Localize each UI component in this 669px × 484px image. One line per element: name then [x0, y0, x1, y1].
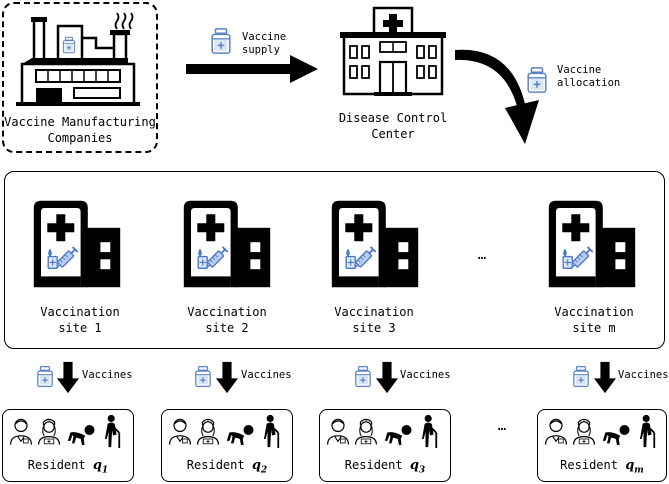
resident-group: Resident qm: [537, 409, 667, 482]
vaccine-vial-icon: [572, 365, 590, 388]
resident-label: Resident q1: [27, 457, 109, 475]
crawling-baby-icon: [602, 424, 632, 446]
elderly-person-icon: [638, 414, 658, 448]
nurse-icon: [572, 416, 596, 446]
resident-group: Resident q3: [319, 409, 451, 482]
down-arrow: [376, 361, 398, 394]
clinic-icon: [28, 199, 126, 289]
vaccines-label: Vaccines: [82, 369, 133, 381]
factory-label: Vaccine Manufacturing Companies: [4, 115, 156, 145]
down-arrow: [57, 361, 79, 394]
down-arrow: [594, 361, 616, 394]
vaccine-vial-icon: [194, 365, 212, 388]
supply-label: Vaccine supply: [242, 31, 287, 56]
supply-arrow: [186, 55, 318, 83]
allocation-label: Vaccine allocation: [557, 64, 621, 89]
vaccines-label: Vaccines: [241, 369, 292, 381]
center-label: Disease Control Center: [338, 111, 448, 141]
resident-label: Resident qm: [560, 457, 644, 475]
doctor-icon: [9, 416, 33, 446]
vaccine-vial-icon: [62, 36, 76, 54]
elderly-person-icon: [262, 414, 282, 448]
doctor-icon: [544, 416, 568, 446]
resident-label: Resident q2: [186, 457, 268, 475]
factory-icon: [16, 12, 140, 106]
vaccination-sites-group: [4, 171, 665, 349]
vaccine-vial-icon: [210, 27, 232, 55]
elderly-person-icon: [103, 414, 123, 448]
resident-label: Resident q3: [344, 457, 426, 475]
crawling-baby-icon: [67, 424, 97, 446]
ellipsis: …: [497, 418, 507, 434]
clinic-icon: [543, 199, 641, 289]
resident-group: Resident q2: [161, 409, 293, 482]
nurse-icon: [37, 416, 61, 446]
crawling-baby-icon: [226, 424, 256, 446]
ellipsis: …: [477, 247, 487, 263]
hospital-icon: [340, 6, 446, 96]
resident-group: Resident q1: [2, 409, 134, 482]
elderly-person-icon: [420, 414, 440, 448]
vaccine-vial-icon: [354, 365, 372, 388]
nurse-icon: [196, 416, 220, 446]
nurse-icon: [354, 416, 378, 446]
vaccines-label: Vaccines: [400, 369, 451, 381]
clinic-icon: [326, 199, 424, 289]
crawling-baby-icon: [384, 424, 414, 446]
factory-node: [2, 2, 158, 153]
clinic-icon: [178, 199, 276, 289]
doctor-icon: [168, 416, 192, 446]
doctor-icon: [326, 416, 350, 446]
allocation-arrow: [455, 49, 539, 144]
down-arrow: [216, 361, 238, 394]
vaccines-label: Vaccines: [618, 369, 669, 381]
vaccine-vial-icon: [36, 365, 54, 388]
vaccine-vial-icon: [526, 66, 548, 94]
